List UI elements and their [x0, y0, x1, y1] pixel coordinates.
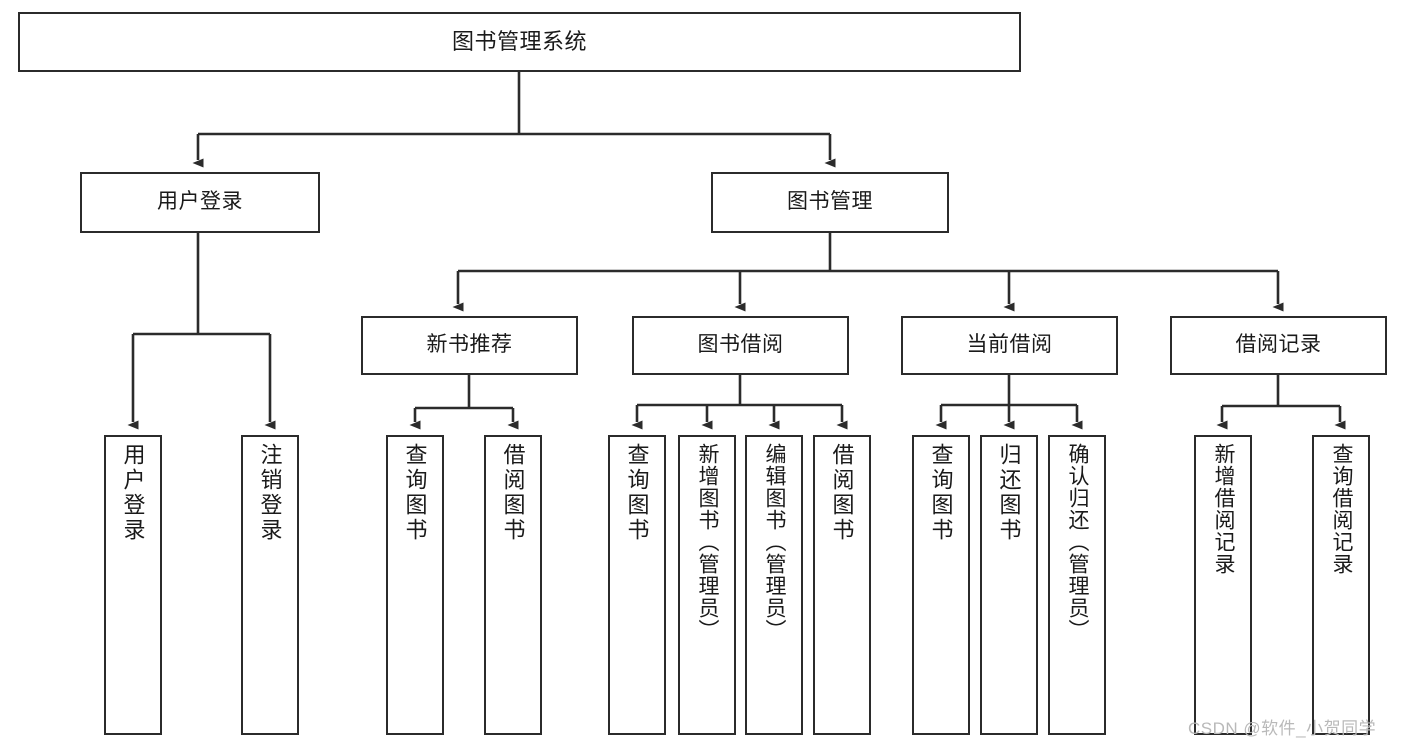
csdn-watermark: CSDN @软件_小贺同学 [1188, 719, 1377, 738]
node-root-book-management-system[interactable]: 图书管理系统 [18, 12, 1021, 72]
node-label: 查询借阅记录 [1330, 443, 1354, 575]
node-label: 借阅图书 [500, 443, 526, 543]
node-label: 用户登录 [120, 443, 146, 543]
node-label: 图书管理 [787, 190, 873, 214]
leaf-confirm-return-admin[interactable]: 确认归还（管理员） [1048, 435, 1106, 735]
node-label: 新增图书（管理员） [696, 443, 720, 641]
node-label: 当前借阅 [966, 333, 1053, 357]
node-label: 确认归还（管理员） [1066, 443, 1090, 641]
leaf-query-book-current[interactable]: 查询图书 [912, 435, 970, 735]
leaf-add-book-admin[interactable]: 新增图书（管理员） [678, 435, 736, 735]
leaf-borrow-book-new-rec[interactable]: 借阅图书 [484, 435, 542, 735]
leaf-edit-book-admin[interactable]: 编辑图书（管理员） [745, 435, 803, 735]
node-label: 归还图书 [996, 443, 1022, 543]
leaf-query-borrow-record[interactable]: 查询借阅记录 [1312, 435, 1370, 735]
node-label: 查询图书 [624, 443, 650, 543]
node-label: 用户登录 [157, 190, 243, 214]
leaf-return-book[interactable]: 归还图书 [980, 435, 1038, 735]
node-label: 图书借阅 [697, 333, 784, 357]
node-label: 查询图书 [402, 443, 428, 543]
leaf-add-borrow-record[interactable]: 新增借阅记录 [1194, 435, 1252, 735]
node-label: 图书管理系统 [451, 29, 587, 55]
leaf-borrow-book-borrowing[interactable]: 借阅图书 [813, 435, 871, 735]
node-user-login[interactable]: 用户登录 [80, 172, 320, 233]
node-label: 编辑图书（管理员） [763, 443, 787, 641]
node-label: 注销登录 [257, 443, 283, 543]
node-label: 借阅图书 [829, 443, 855, 543]
node-book-borrowing[interactable]: 图书借阅 [632, 316, 849, 375]
leaf-user-login[interactable]: 用户登录 [104, 435, 162, 735]
leaf-query-book-borrowing[interactable]: 查询图书 [608, 435, 666, 735]
node-book-management[interactable]: 图书管理 [711, 172, 949, 233]
node-new-book-recommendation[interactable]: 新书推荐 [361, 316, 578, 375]
leaf-query-book-new-rec[interactable]: 查询图书 [386, 435, 444, 735]
node-label: 新增借阅记录 [1212, 443, 1236, 575]
node-borrowing-record[interactable]: 借阅记录 [1170, 316, 1387, 375]
leaf-logout[interactable]: 注销登录 [241, 435, 299, 735]
node-label: 新书推荐 [426, 333, 513, 357]
node-current-borrowing[interactable]: 当前借阅 [901, 316, 1118, 375]
node-label: 借阅记录 [1235, 333, 1322, 357]
node-label: 查询图书 [928, 443, 954, 543]
